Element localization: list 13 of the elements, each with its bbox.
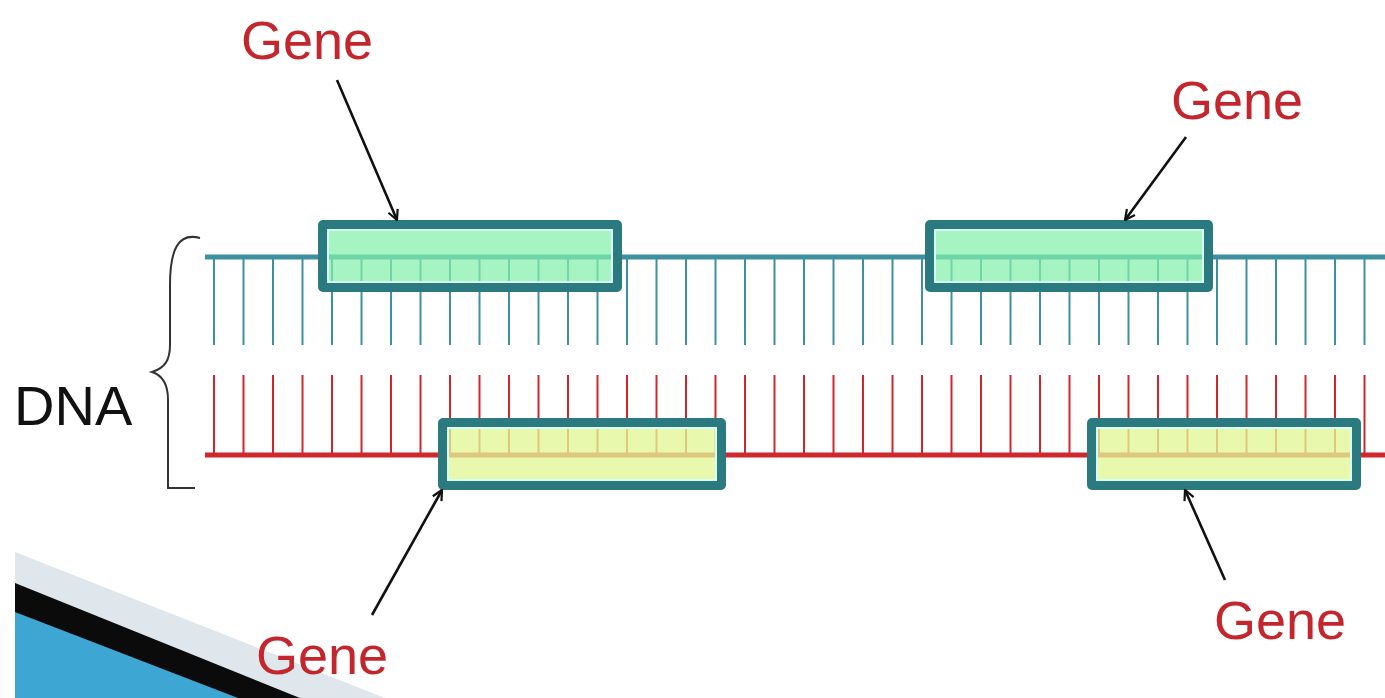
gene-segment [925,220,1213,292]
gene-segment [1087,418,1361,490]
gene-label: Gene [1157,62,1317,137]
gene-label: Gene [1200,580,1360,660]
gene-label: Gene [227,0,387,80]
gene-segment [318,220,622,292]
leader-arrow [1123,136,1188,222]
leader-arrow [335,79,399,222]
gene-segment [438,418,726,490]
dna-label: DNA [14,378,133,434]
leader-arrow [370,488,444,616]
gene-label: Gene [242,615,402,695]
leader-arrow [1183,488,1227,581]
